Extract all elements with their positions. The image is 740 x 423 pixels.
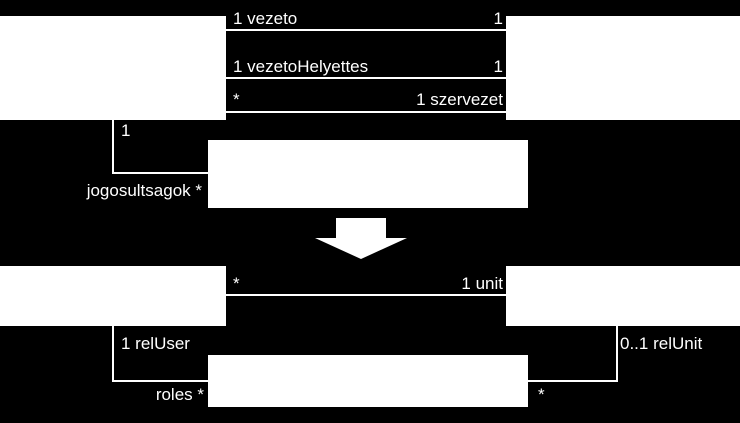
bottom-left-class-box: [0, 266, 226, 326]
bottom-middle-class-box: [208, 355, 528, 407]
top-left-class-box: [0, 16, 226, 120]
reluser-link-line: [112, 326, 208, 382]
assoc-unit-left-label: *: [233, 274, 240, 293]
down-arrow-icon: [315, 218, 407, 259]
assoc-unit-right-label: 1 unit: [461, 274, 503, 293]
assoc-vezetohelyettes-right-label: 1: [494, 57, 503, 76]
relunit-target-label: *: [538, 385, 545, 404]
assoc-vezetohelyettes-left-label: 1 vezetoHelyettes: [233, 57, 368, 76]
relunit-link-line: [528, 326, 618, 382]
top-right-class-box: [506, 16, 740, 120]
assoc-vezeto-right-label: 1: [494, 9, 503, 28]
roles-target-label: roles *: [156, 385, 205, 404]
jogosultsagok-owner-label: 1: [121, 121, 130, 140]
bottom-right-class-box: [506, 266, 740, 326]
jogosultsagok-target-label: jogosultsagok *: [86, 181, 203, 200]
assoc-szervezet-left-label: *: [233, 90, 240, 109]
relunit-owner-label: 0..1 relUnit: [620, 334, 702, 353]
top-middle-class-box: [208, 140, 528, 208]
assoc-vezeto-left-label: 1 vezeto: [233, 9, 297, 28]
reluser-owner-label: 1 relUser: [121, 334, 190, 353]
jogosultsagok-link-line: [112, 120, 208, 174]
assoc-szervezet-right-label: 1 szervezet: [416, 90, 503, 109]
